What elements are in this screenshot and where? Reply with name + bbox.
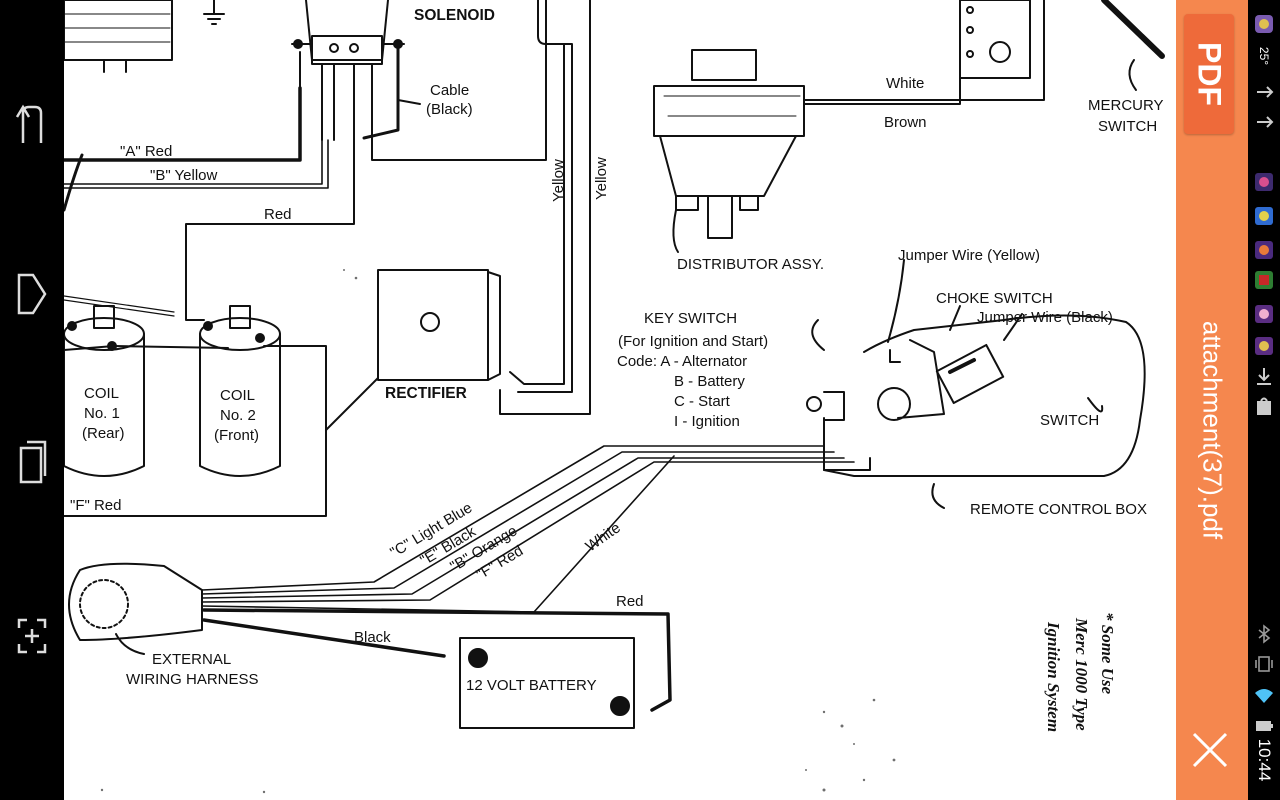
switch-label: SWITCH	[1040, 412, 1099, 429]
coil2-label: COIL	[220, 387, 255, 404]
code-b-label: B - Battery	[674, 373, 745, 390]
app-notification-icon	[1252, 204, 1276, 228]
external-harness-label: EXTERNAL	[152, 651, 231, 668]
mercury-switch-label: MERCURY	[1088, 97, 1164, 114]
footnote-line-3: Ignition System	[1044, 621, 1063, 732]
app-notification-icon	[1252, 268, 1276, 292]
app-notification-icon	[1252, 302, 1276, 326]
cable-label: Cable	[430, 82, 469, 99]
coil2-position-label: (Front)	[214, 427, 259, 444]
vibrate-icon	[1252, 652, 1276, 676]
solenoid-body	[305, 0, 389, 61]
wire-b-yellow-label: "B" Yellow	[150, 167, 218, 184]
choke-switch-label: CHOKE SWITCH	[936, 290, 1053, 307]
code-a-label: Code: A - Alternator	[617, 353, 747, 370]
black-battery-wire-label: Black	[354, 629, 391, 646]
app-notification-icon	[1252, 80, 1276, 104]
key-switch-sub-label: (For Ignition and Start)	[618, 333, 768, 350]
recent-apps-icon	[19, 440, 47, 484]
pdf-document-view[interactable]: SOLENOID Cable (Black) "A" Red "B" Yello…	[64, 0, 1176, 800]
key-switch-face	[877, 387, 911, 421]
brown-wire-label: Brown	[884, 114, 927, 131]
jumper-black-label: Jumper Wire (Black)	[977, 309, 1113, 326]
wifi-icon	[1252, 684, 1276, 708]
download-icon	[1252, 364, 1276, 388]
wiring-harness-label: WIRING HARNESS	[126, 671, 259, 688]
white-wire-label: White	[886, 75, 924, 92]
app-notification-icon	[1252, 238, 1276, 262]
close-icon	[1192, 732, 1228, 768]
footnote-line-2: Merc 1000 Type	[1072, 617, 1091, 731]
wire-f-red-label: "F" Red	[70, 497, 122, 514]
wire-a-red-label: "A" Red	[120, 143, 172, 160]
rectifier-label: RECTIFIER	[385, 385, 467, 402]
key-switch-label: KEY SWITCH	[644, 310, 737, 327]
red-battery-wire-label: Red	[616, 593, 644, 610]
home-button[interactable]	[8, 270, 56, 318]
app-notification-icon	[1252, 110, 1276, 134]
coil1-label: COIL	[84, 385, 119, 402]
crop-expand-icon	[17, 618, 47, 654]
back-arrow-icon	[15, 104, 43, 143]
alternator-outline	[64, 0, 173, 61]
bag-icon	[1252, 394, 1276, 418]
rectifier-box	[377, 269, 489, 381]
close-button[interactable]	[1186, 722, 1234, 778]
pdf-badge[interactable]: PDF	[1184, 14, 1234, 134]
status-bar: 25° 10:44	[1248, 0, 1280, 800]
home-icon	[17, 273, 47, 315]
screenshot-button[interactable]	[8, 612, 56, 660]
battery-label: 12 VOLT BATTERY	[466, 677, 597, 694]
code-c-label: C - Start	[674, 393, 731, 410]
distributor-cap-top	[691, 49, 757, 81]
solenoid-label: SOLENOID	[414, 7, 495, 24]
app-notification-icon	[1252, 170, 1276, 194]
app-notification-icon	[1252, 334, 1276, 358]
back-button[interactable]	[8, 102, 56, 150]
white-diag-label: White	[583, 519, 624, 555]
cable-color-label: (Black)	[426, 101, 473, 118]
pdf-badge-label: PDF	[1191, 42, 1228, 106]
navigation-bar	[0, 0, 64, 800]
wire-red-label: Red	[264, 206, 292, 223]
document-filename: attachment(37).pdf	[1197, 320, 1228, 540]
harness-plug	[68, 562, 203, 641]
clock: 10:44	[1255, 738, 1274, 782]
battery-icon	[1252, 714, 1276, 738]
yellow-label-1: Yellow	[550, 159, 567, 202]
bluetooth-icon	[1252, 622, 1276, 646]
coil2-number-label: No. 2	[220, 407, 256, 424]
code-i-label: I - Ignition	[674, 413, 740, 430]
recent-apps-button[interactable]	[8, 438, 56, 486]
coil1-number-label: No. 1	[84, 405, 120, 422]
remote-control-box-label: REMOTE CONTROL BOX	[970, 501, 1147, 518]
wiring-diagram: SOLENOID Cable (Black) "A" Red "B" Yello…	[64, 0, 1165, 794]
battery-box	[459, 637, 635, 729]
app-notification-icon	[1252, 12, 1276, 36]
mercury-switch-label-2: SWITCH	[1098, 118, 1157, 135]
distributor-label: DISTRIBUTOR ASSY.	[677, 256, 824, 273]
coil1-position-label: (Rear)	[82, 425, 125, 442]
yellow-label-2: Yellow	[593, 157, 610, 200]
temperature-label: 25°	[1257, 46, 1271, 66]
footnote-line-1: * Some Use	[1098, 612, 1117, 695]
jumper-yellow-label: Jumper Wire (Yellow)	[898, 247, 1040, 264]
